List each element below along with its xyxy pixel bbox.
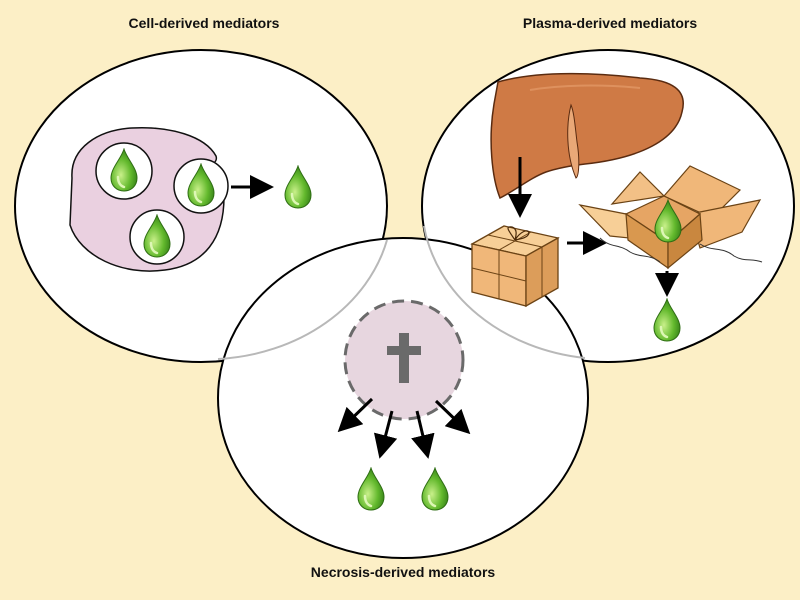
- necrosis-derived-label: Necrosis-derived mediators: [310, 564, 496, 580]
- plasma-derived-label: Plasma-derived mediators: [522, 15, 698, 31]
- mast-cell-icon: [69, 127, 229, 272]
- cell-derived-label: Cell-derived mediators: [128, 15, 280, 31]
- necrosis-arrow: [434, 399, 471, 435]
- necrosis-arrow: [373, 410, 398, 459]
- necrosis-arrow: [411, 410, 435, 459]
- liver-icon: [490, 72, 684, 200]
- closed-package-icon: [470, 225, 560, 308]
- necrotic-cell-cross-icon: [343, 299, 465, 421]
- plasma-circle-overlap-arc: [423, 225, 586, 359]
- cell-circle-overlap-arc: [217, 239, 388, 360]
- necrosis-arrow: [337, 397, 374, 433]
